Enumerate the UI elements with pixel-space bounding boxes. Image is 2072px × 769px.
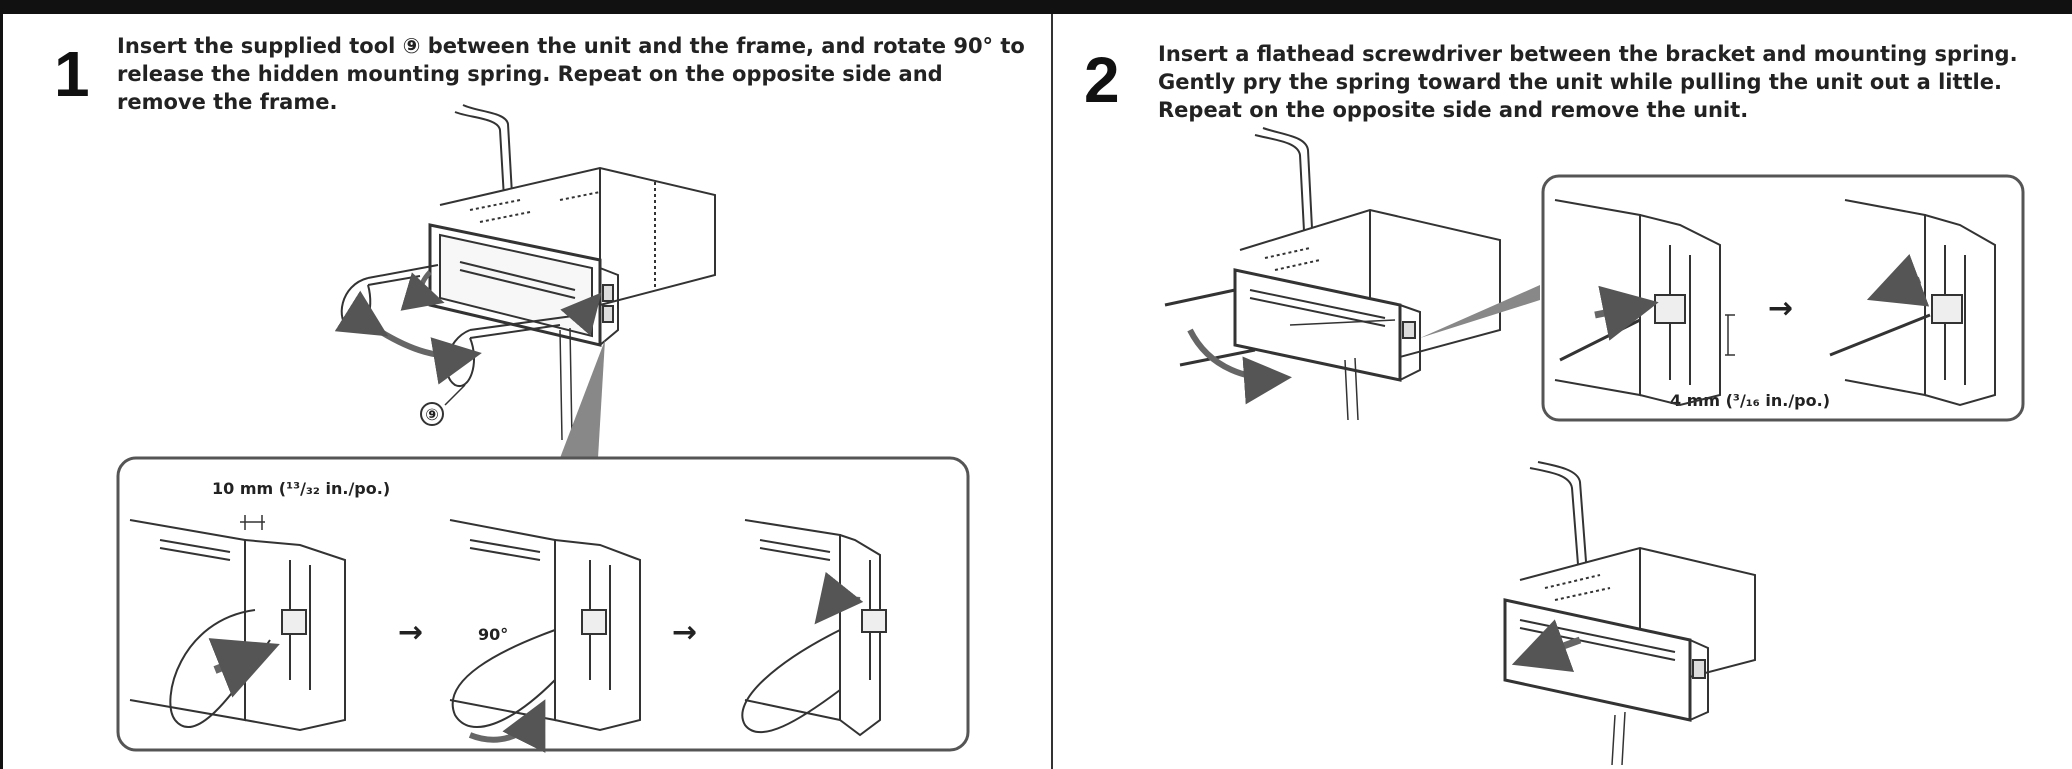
step-1-sequence-arrow-1: → — [398, 615, 423, 650]
top-border — [0, 0, 2072, 14]
column-divider — [1051, 14, 1053, 769]
left-border — [0, 14, 3, 769]
step-1-sequence-arrow-2: → — [672, 615, 697, 650]
step-2-number: 2 — [1084, 44, 1120, 116]
step-1-instruction: Insert the supplied tool ⑨ between the u… — [117, 34, 1025, 114]
step-2-sequence-arrow: → — [1768, 291, 1793, 326]
step-2-main-illustration — [1164, 127, 1540, 421]
step-1-angle-label: 90° — [478, 625, 508, 644]
step-1-dimension-label: 10 mm (¹³/₃₂ in./po.) — [212, 479, 390, 498]
step-2-instruction: Insert a flathead screwdriver between th… — [1158, 42, 2018, 122]
step-1-main-illustration — [334, 104, 716, 458]
step-2-dimension-label: 4 mm (³/₁₆ in./po.) — [1670, 391, 1830, 410]
step-2-inset-panel — [1541, 174, 2025, 422]
step-2-unit-removal-illustration — [1503, 461, 1756, 766]
step-1-number: 1 — [54, 38, 90, 110]
step-1-inset-drawings — [129, 515, 887, 753]
tool-9-callout: ⑨ — [425, 405, 439, 424]
step-2-inset-drawings — [1554, 199, 1996, 407]
